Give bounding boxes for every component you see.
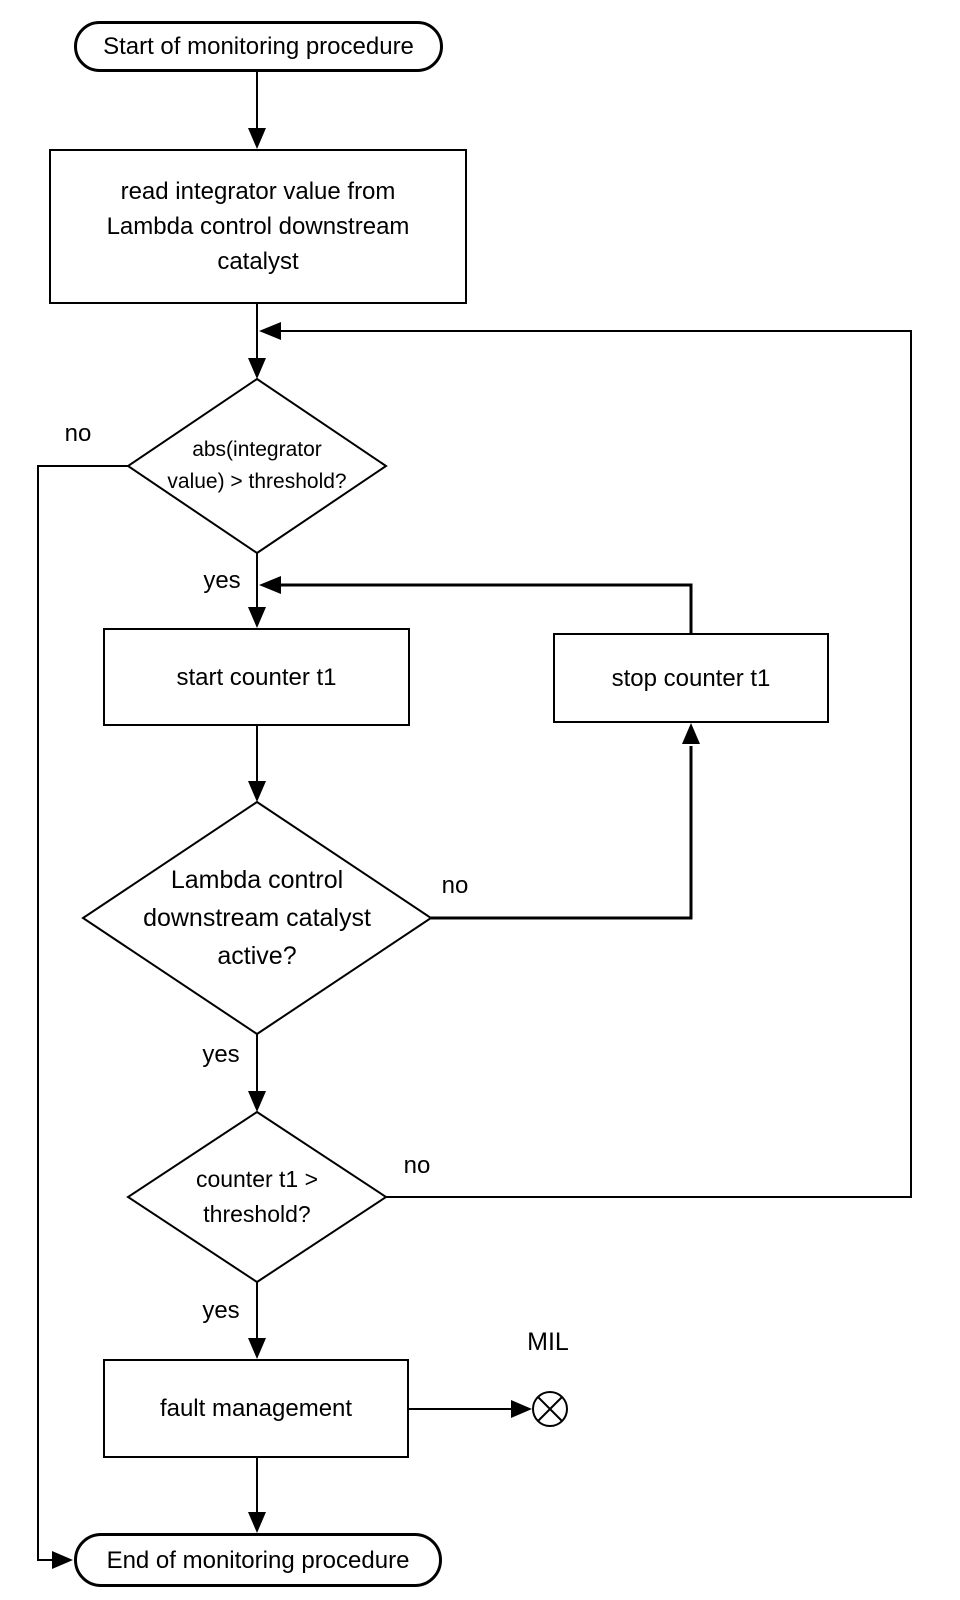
- mil-label: MIL: [527, 1328, 569, 1356]
- process-read-integrator-line: catalyst: [217, 248, 299, 275]
- process-stop-counter-label: stop counter t1: [611, 664, 771, 692]
- decision-abs-integrator-shape: [126, 377, 388, 555]
- arrowhead-down-icon: [248, 358, 266, 379]
- arrowhead-down-icon: [248, 1338, 266, 1359]
- arrowhead-down-icon: [248, 1091, 266, 1112]
- end-terminator-label: End of monitoring procedure: [106, 1546, 410, 1574]
- edge-read-to-decision-integrator: [248, 304, 266, 379]
- arrowhead-right-icon: [511, 1400, 532, 1418]
- arrowhead-down-icon: [248, 781, 266, 802]
- decision-lambda-active-shape: [81, 800, 433, 1036]
- process-read-integrator-line: Lambda control downstream: [106, 213, 410, 240]
- edge-counter-no-loop: [259, 322, 912, 1198]
- edge-label-counter-no: no: [403, 1152, 431, 1179]
- edge-start-counter-to-decision-lambda: [248, 726, 266, 802]
- edge-label-lambda-yes: yes: [202, 1041, 240, 1068]
- arrowhead-up-icon: [682, 723, 700, 744]
- edge-start-to-read: [248, 72, 266, 149]
- arrowhead-down-icon: [248, 607, 266, 628]
- edge-line: [281, 583, 693, 633]
- process-fault-management-label: fault management: [159, 1395, 353, 1422]
- arrowhead-left-icon: [259, 322, 281, 340]
- process-read-integrator: read integrator value from Lambda contro…: [49, 149, 467, 304]
- process-start-counter-label: start counter t1: [176, 663, 337, 691]
- end-terminator: End of monitoring procedure: [74, 1533, 442, 1587]
- process-start-counter: start counter t1: [103, 628, 410, 726]
- arrowhead-down-icon: [248, 128, 266, 149]
- edge-label-integrator-no: no: [64, 420, 92, 447]
- decision-counter-threshold-shape: [126, 1110, 388, 1284]
- edge-label-integrator-yes: yes: [203, 567, 241, 594]
- edge-line: [37, 465, 128, 1561]
- mil-lamp-cross: [537, 1396, 563, 1422]
- process-read-integrator-line: read integrator value from: [120, 178, 396, 205]
- edge-integrator-no-to-end: [37, 465, 128, 1569]
- edge-label-counter-yes: yes: [202, 1297, 240, 1324]
- edge-stop-counter-loop: [259, 576, 693, 633]
- arrowhead-right-icon: [52, 1551, 73, 1569]
- edge-line: [281, 330, 912, 1198]
- arrowhead-down-icon: [248, 1512, 266, 1533]
- edge-counter-yes-to-fault: [248, 1282, 266, 1359]
- arrowhead-left-icon: [259, 576, 281, 594]
- edge-lambda-yes-to-decision-counter: [248, 1034, 266, 1112]
- edge-integrator-yes-to-start-counter: [248, 553, 266, 628]
- start-terminator-label: Start of monitoring procedure: [103, 33, 414, 60]
- process-fault-management: fault management: [103, 1359, 409, 1458]
- mil-lamp-icon: [532, 1391, 568, 1427]
- start-terminator: Start of monitoring procedure: [74, 21, 443, 72]
- edge-lambda-no-to-stop-counter: [431, 723, 700, 920]
- edge-fault-to-end: [248, 1458, 266, 1533]
- edge-fault-to-mil: [409, 1400, 532, 1418]
- process-stop-counter: stop counter t1: [553, 633, 829, 723]
- edge-line: [431, 746, 693, 920]
- edge-label-lambda-no: no: [441, 872, 469, 899]
